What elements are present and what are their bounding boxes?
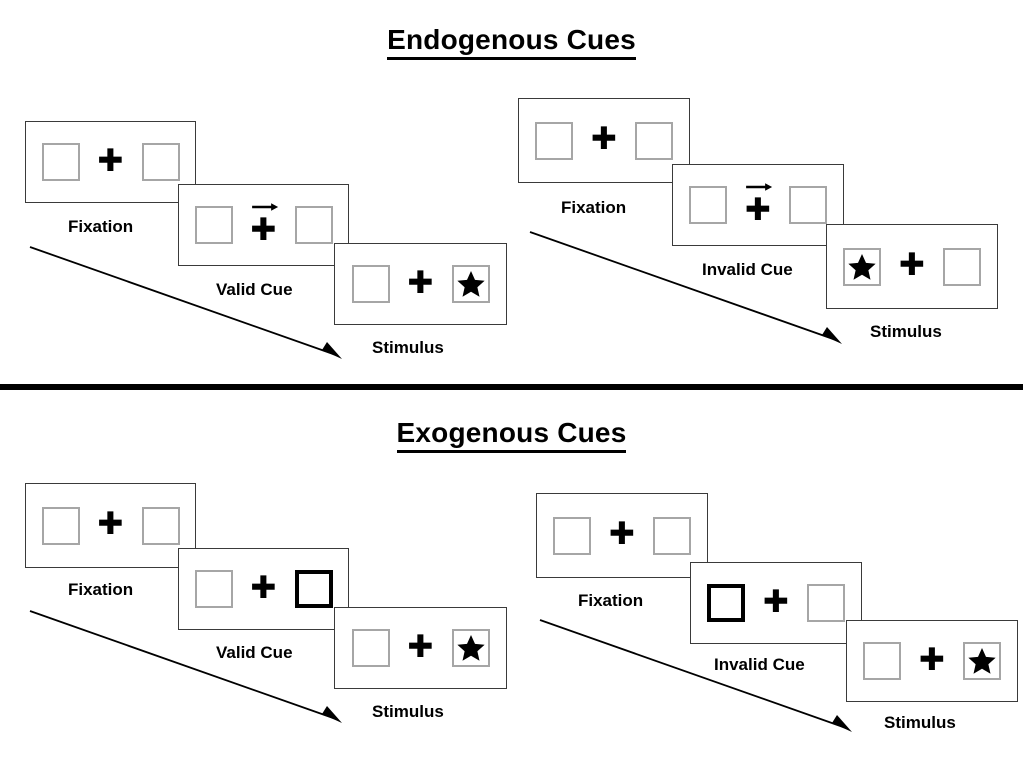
caption-exogenous-invalid-fixation: Fixation [578,591,644,610]
stimulus-box-left [689,186,727,224]
plus-icon: ✚ [763,583,789,620]
stimulus-box-left [553,516,591,555]
stimulus-box-right [451,629,490,667]
fixation-cross-wrap: ✚ [247,203,281,247]
caption-endogenous-invalid-fixation: Fixation [561,198,627,217]
star-icon [968,648,996,674]
stimulus-box-right [294,206,333,244]
plus-icon: ✚ [609,516,635,552]
fixation-cross-wrap: ✚ [587,119,621,163]
stimulus-box-right [963,642,1001,680]
stimulus-box-left [41,506,80,545]
fixation-cross-wrap: ✚ [605,514,639,558]
caption-endogenous-invalid-cue: Invalid Cue [702,260,793,279]
fixation-cross-wrap: ✚ [94,504,128,548]
plus-icon: ✚ [97,506,124,542]
caption-endogenous-valid-stimulus: Stimulus [372,338,444,357]
caption-exogenous-invalid-cue: Invalid Cue [714,655,805,674]
panel-endogenous-invalid-cue: ✚ [672,164,844,246]
arrow-right-icon [251,203,278,211]
stimulus-box-left [351,265,390,303]
fixation-cross-wrap: ✚ [741,183,775,227]
panel-exogenous-invalid-stimulus: ✚ [846,620,1018,702]
stimulus-box-right [141,506,180,545]
stimulus-box-left [41,143,80,181]
plus-icon: ✚ [919,641,945,678]
panel-endogenous-invalid-fixation: ✚ [518,98,690,183]
stimulus-box-right-cued [294,570,333,608]
plus-icon: ✚ [899,247,925,283]
fixation-cross-wrap: ✚ [759,581,793,625]
stimulus-box-right [789,186,827,224]
plus-icon: ✚ [407,628,434,665]
stimulus-box-right [141,143,180,181]
stimulus-box-left-cued [707,584,745,622]
star-icon [456,635,485,661]
section-title-exogenous: Exogenous Cues [0,417,1023,453]
panel-endogenous-valid-cue: ✚ [178,184,349,266]
plus-icon: ✚ [591,121,617,157]
caption-exogenous-valid-stimulus: Stimulus [372,702,444,721]
stimulus-box-right [807,584,845,622]
plus-icon: ✚ [745,191,771,228]
caption-endogenous-valid-cue: Valid Cue [216,280,293,299]
stimulus-box-left [351,629,390,667]
panel-exogenous-invalid-fixation: ✚ [536,493,708,578]
plus-icon: ✚ [407,264,434,301]
stimulus-box-left [535,121,573,160]
panel-endogenous-valid-fixation: ✚ [25,121,196,203]
stimulus-box-left [843,247,881,286]
stimulus-box-right [635,121,673,160]
panel-endogenous-invalid-stimulus: ✚ [826,224,998,309]
fixation-cross-wrap: ✚ [404,262,438,306]
fixation-cross-wrap: ✚ [247,567,281,611]
panel-exogenous-invalid-cue: ✚ [690,562,862,644]
stimulus-box-left [863,642,901,680]
stimulus-box-left [194,570,233,608]
stimulus-box-right [653,516,691,555]
panel-exogenous-valid-fixation: ✚ [25,483,196,568]
caption-exogenous-valid-cue: Valid Cue [216,643,293,662]
panel-exogenous-valid-cue: ✚ [178,548,349,630]
section-title-exogenous-text: Exogenous Cues [396,417,627,453]
panel-endogenous-valid-stimulus: ✚ [334,243,507,325]
caption-exogenous-invalid-stimulus: Stimulus [884,713,956,732]
fixation-cross-wrap: ✚ [915,639,949,683]
star-icon [456,271,485,297]
section-title-endogenous: Endogenous Cues [0,24,1023,60]
stimulus-box-left [194,206,233,244]
caption-exogenous-valid-fixation: Fixation [68,580,134,599]
stimulus-box-right [943,247,981,286]
fixation-cross-wrap: ✚ [94,140,128,184]
caption-endogenous-valid-fixation: Fixation [68,217,134,236]
fixation-cross-wrap: ✚ [895,245,929,289]
time-progression-arrow [529,231,842,344]
section-divider [0,384,1023,390]
plus-icon: ✚ [250,211,277,248]
stimulus-box-right [451,265,490,303]
panel-exogenous-valid-stimulus: ✚ [334,607,507,689]
star-icon [848,253,876,280]
section-title-endogenous-text: Endogenous Cues [387,24,636,60]
plus-icon: ✚ [250,569,277,606]
caption-endogenous-invalid-stimulus: Stimulus [870,322,942,341]
plus-icon: ✚ [97,142,124,179]
arrow-right-icon [746,183,773,191]
fixation-cross-wrap: ✚ [404,626,438,670]
